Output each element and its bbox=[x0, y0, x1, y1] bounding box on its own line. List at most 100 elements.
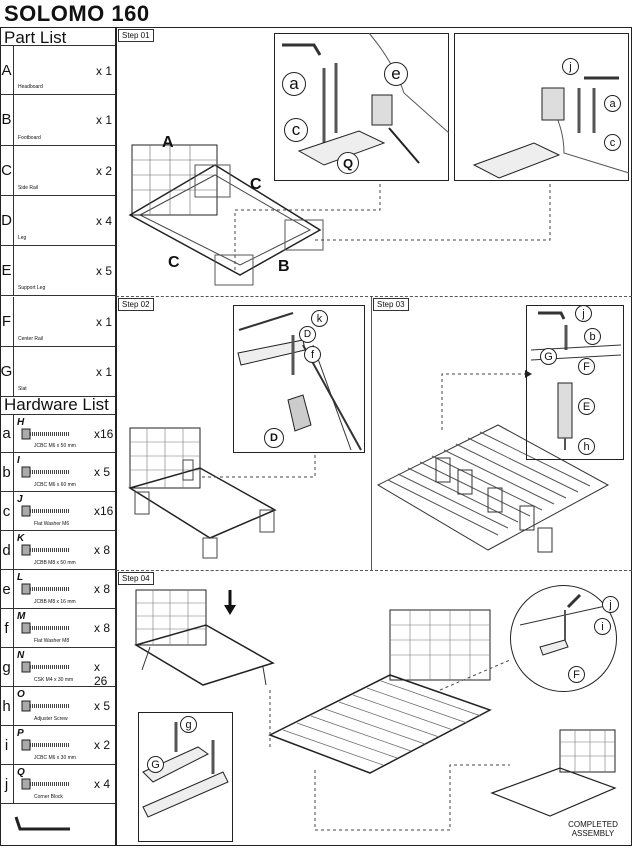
callout-c: c bbox=[604, 134, 621, 151]
part-name: Headboard bbox=[18, 84, 43, 91]
hardware-code: J bbox=[17, 494, 23, 505]
hardware-code: O bbox=[17, 689, 25, 700]
completed-bed-diagram bbox=[490, 729, 617, 817]
step1-detail-box-2 bbox=[454, 33, 629, 181]
callout-j: j bbox=[562, 58, 579, 75]
hardware-name: JCBC M6 x 60 mm bbox=[34, 482, 76, 488]
hardware-qty: x 8 bbox=[94, 582, 111, 596]
part-name: Footboard bbox=[18, 134, 41, 141]
page-title: SOLOMO 160 bbox=[4, 1, 150, 26]
part-letter: B bbox=[0, 95, 14, 145]
part-label-B: B bbox=[278, 258, 290, 275]
part-letter: F bbox=[0, 296, 14, 346]
hardware-qty: x 5 bbox=[94, 699, 111, 713]
callout-f: f bbox=[304, 346, 321, 363]
main-area bbox=[116, 27, 632, 846]
hardware-name: Flat Washer M8 bbox=[34, 638, 70, 644]
parts-column bbox=[0, 27, 116, 846]
step-03-label: Step 03 bbox=[373, 298, 409, 311]
callout-g: g bbox=[180, 716, 197, 733]
part-letter: C bbox=[0, 145, 14, 195]
hardware-letter: i bbox=[0, 726, 14, 764]
part-letter: E bbox=[0, 246, 14, 296]
part-name: Leg bbox=[18, 235, 27, 242]
step4-main-bed-diagram bbox=[268, 609, 492, 774]
hardware-letter: b bbox=[0, 453, 14, 491]
part-name: Side Rail bbox=[18, 184, 39, 191]
allen-key-icon bbox=[14, 816, 70, 831]
hardware-code: Q bbox=[17, 767, 25, 778]
part-label-C: C bbox=[250, 176, 262, 193]
bolt-icon bbox=[21, 428, 70, 440]
hardware-letter: g bbox=[0, 648, 14, 686]
hardware-name: JCBB M8 x 16 mm bbox=[34, 599, 76, 605]
bolt-icon bbox=[21, 544, 70, 556]
hardware-letter: e bbox=[0, 570, 14, 608]
bolt-icon bbox=[21, 739, 70, 751]
part-qty: x 1 bbox=[96, 64, 113, 78]
hardware-letter: j bbox=[0, 765, 14, 803]
part-name: Support Leg bbox=[18, 285, 46, 292]
completed-label: COMPLETED ASSEMBLY bbox=[568, 820, 618, 838]
hardware-code: N bbox=[17, 650, 25, 661]
hardware-qty: x 26 bbox=[94, 660, 108, 688]
bolt-icon bbox=[21, 778, 70, 790]
hardware-code: P bbox=[17, 728, 24, 739]
callout-j: j bbox=[575, 305, 592, 322]
bolt-icon bbox=[21, 700, 70, 712]
step-04-label: Step 04 bbox=[118, 572, 154, 585]
hardware-list-heading: Hardware List bbox=[4, 395, 109, 414]
hardware-code: H bbox=[17, 417, 25, 428]
callout-j: j bbox=[602, 596, 619, 613]
hardware-qty: x 8 bbox=[94, 543, 111, 557]
hardware-letter: f bbox=[0, 609, 14, 647]
step2-bed-diagram bbox=[128, 427, 277, 559]
hardware-name: Corner Block bbox=[34, 794, 63, 800]
part-row: F Center Rail x 1 bbox=[0, 296, 115, 347]
step2-leader-line bbox=[202, 454, 316, 478]
divider bbox=[371, 296, 372, 570]
callout-k: k bbox=[311, 310, 328, 327]
part-qty: x 4 bbox=[96, 213, 113, 228]
callout-E: E bbox=[578, 398, 595, 415]
part-name: Slat bbox=[18, 386, 27, 393]
step3-leader-line bbox=[441, 370, 532, 430]
step4-detail-drawing bbox=[142, 722, 229, 818]
step1-detail-drawing bbox=[282, 32, 630, 179]
hardware-name: JCBC M6 x 50 mm bbox=[34, 443, 76, 449]
callout-b: b bbox=[584, 328, 601, 345]
hardware-letter: a bbox=[0, 415, 14, 452]
hardware-letter: d bbox=[0, 531, 14, 569]
part-letter: D bbox=[0, 195, 14, 246]
part-qty: x 1 bbox=[96, 364, 113, 379]
hardware-qty: x 8 bbox=[94, 621, 111, 635]
hardware-name: Flat Washer M6 bbox=[34, 521, 70, 527]
step4-detail-circle bbox=[510, 585, 617, 692]
hardware-letter: c bbox=[0, 492, 14, 530]
callout-a: a bbox=[604, 95, 621, 112]
step4-bed-with-slats bbox=[134, 589, 275, 686]
callout-F: F bbox=[578, 358, 595, 375]
callout-Q: Q bbox=[337, 152, 359, 174]
part-label-C: C bbox=[168, 254, 180, 271]
step4-circle-drawing bbox=[519, 593, 611, 656]
step2-detail-box bbox=[233, 305, 365, 453]
part-qty: x 1 bbox=[96, 314, 113, 329]
callout-F: F bbox=[568, 666, 585, 683]
step3-slats-diagram bbox=[376, 424, 610, 553]
step3-detail-drawing bbox=[530, 311, 622, 450]
callout-i: i bbox=[594, 618, 611, 635]
callout-d: D bbox=[299, 326, 316, 343]
part-row: D Leg x 4 bbox=[0, 195, 115, 247]
completed-line2: ASSEMBLY bbox=[571, 829, 615, 838]
part-name: Center Rail bbox=[18, 335, 44, 342]
